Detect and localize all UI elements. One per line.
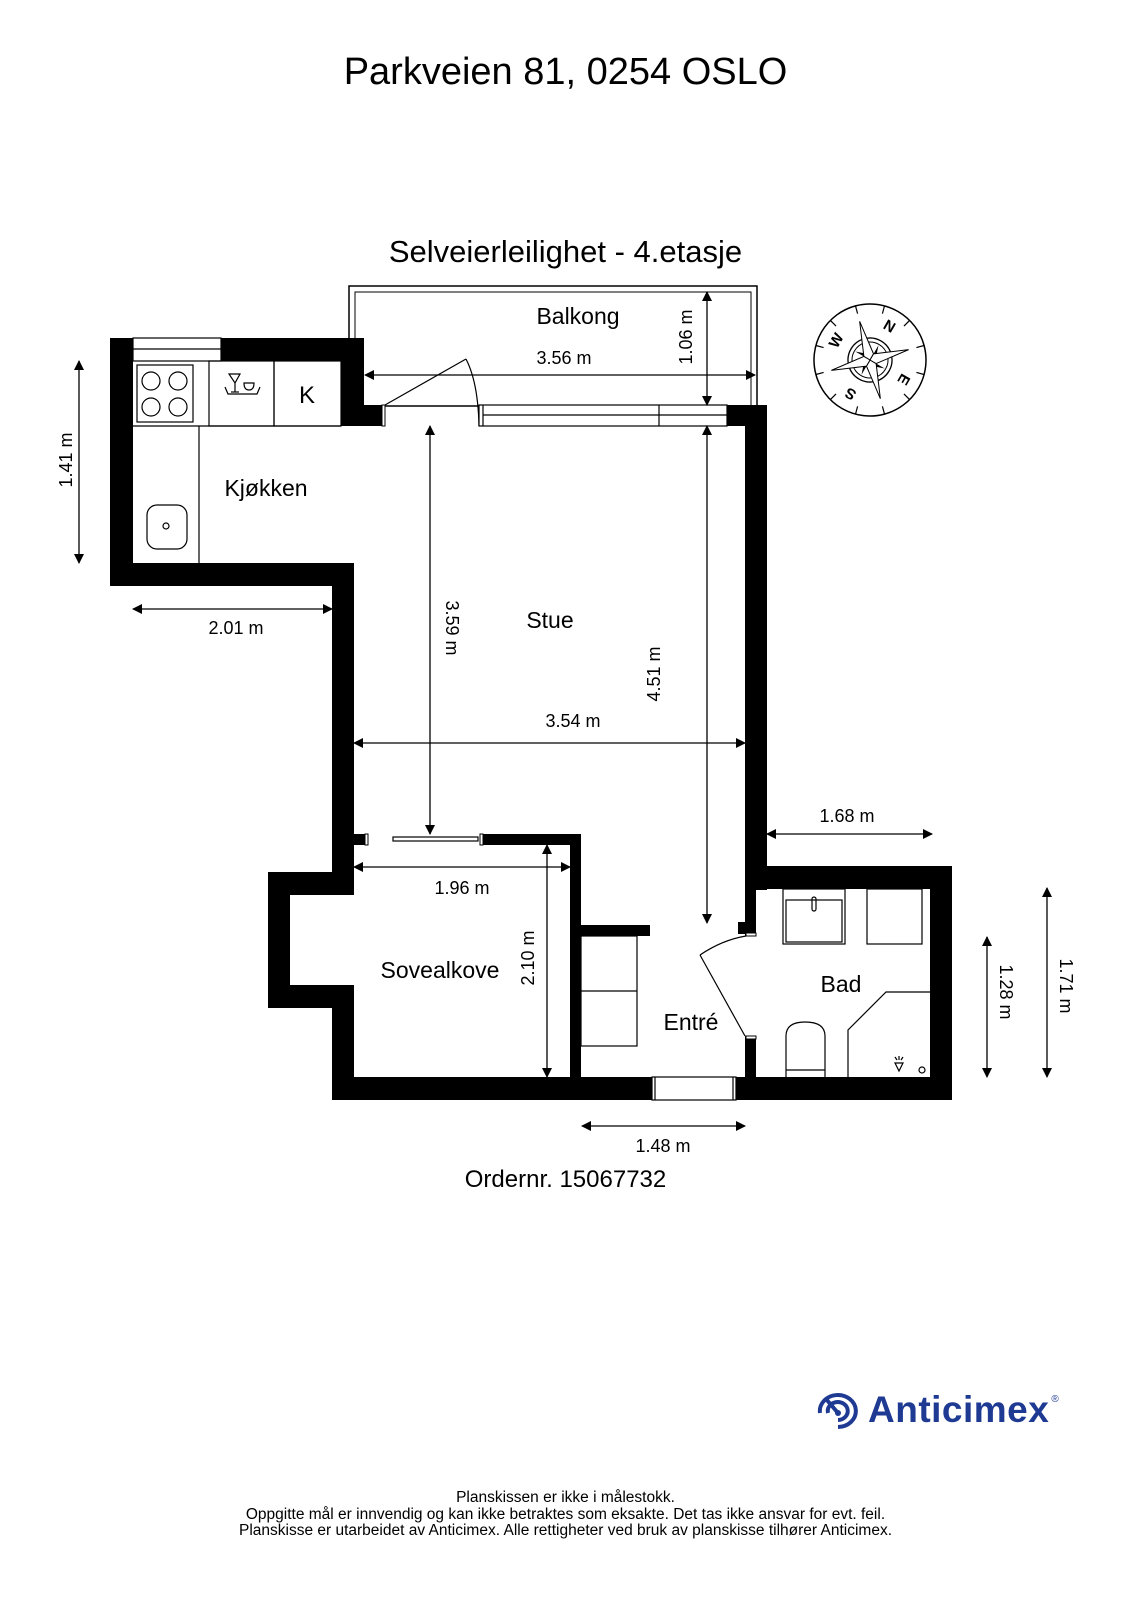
- disclaimer-line-1: Planskissen er ikke i målestokk.: [456, 1489, 675, 1506]
- dim-bad-height-inner: 1.28 m: [996, 964, 1016, 1019]
- dim-sovealkove-height: 2.10 m: [518, 930, 538, 985]
- anticimex-logo: Anticimex ®: [816, 1388, 1059, 1432]
- stove-icon: [136, 364, 194, 423]
- sink-icon: [146, 504, 188, 550]
- kitchen-counters: [133, 360, 342, 563]
- bathroom-fixtures: [782, 888, 930, 1077]
- compass-rose-icon: N E S W: [813, 303, 927, 417]
- room-label-sovealkove: Sovealkove: [381, 957, 500, 983]
- room-label-bad: Bad: [821, 971, 862, 997]
- dim-entre-width: 1.48 m: [635, 1136, 690, 1156]
- balcony-door[interactable]: [384, 358, 480, 427]
- dim-stue-height-left: 3.59 m: [442, 600, 462, 655]
- dimension-lines: [74, 291, 1052, 1131]
- dim-bad-width: 1.68 m: [819, 806, 874, 826]
- disclaimer: Planskissen er ikke i målestokk. Oppgitt…: [0, 1489, 1131, 1540]
- dim-kjokken-height: 1.41 m: [56, 432, 76, 487]
- balcony-window: [478, 404, 728, 427]
- dim-kjokken-width: 2.01 m: [208, 618, 263, 638]
- brand-registered: ®: [1051, 1394, 1059, 1405]
- dim-bad-height-outer: 1.71 m: [1056, 958, 1076, 1013]
- dim-stue-height-right: 4.51 m: [644, 646, 664, 701]
- unit-subtitle: Selveierleilighet - 4.etasje: [388, 234, 743, 269]
- dim-stue-width: 3.54 m: [545, 711, 600, 731]
- room-label-balkong: Balkong: [536, 303, 619, 329]
- dim-sovealkove-width: 1.96 m: [434, 878, 489, 898]
- disclaimer-line-3: Planskisse er utarbeidet av Anticimex. A…: [238, 1522, 892, 1539]
- door-jambs: [364, 404, 757, 1040]
- dishwasher-icon: [224, 373, 261, 395]
- kitchen-window: [132, 337, 222, 362]
- fridge-label: K: [299, 382, 315, 409]
- disclaimer-line-2: Oppgitte mål er innvendig og kan ikke be…: [245, 1505, 886, 1523]
- order-number: Ordernr. 15067732: [464, 1166, 667, 1193]
- dim-balkong-width: 3.56 m: [536, 348, 591, 368]
- sliding-door[interactable]: [392, 836, 479, 842]
- dim-balkong-depth: 1.06 m: [676, 309, 696, 364]
- wardrobe: [580, 935, 638, 1047]
- bathroom-door[interactable]: [699, 935, 747, 1037]
- walls: [110, 338, 952, 1100]
- anticimex-logo-icon: [817, 1393, 858, 1429]
- room-label-entre: Entré: [664, 1009, 719, 1035]
- address-title: Parkveien 81, 0254 OSLO: [343, 51, 788, 93]
- brand-name: Anticimex: [868, 1389, 1050, 1430]
- room-label-stue: Stue: [526, 607, 573, 633]
- entry-door[interactable]: [651, 1076, 737, 1101]
- room-label-kjokken: Kjøkken: [224, 475, 307, 501]
